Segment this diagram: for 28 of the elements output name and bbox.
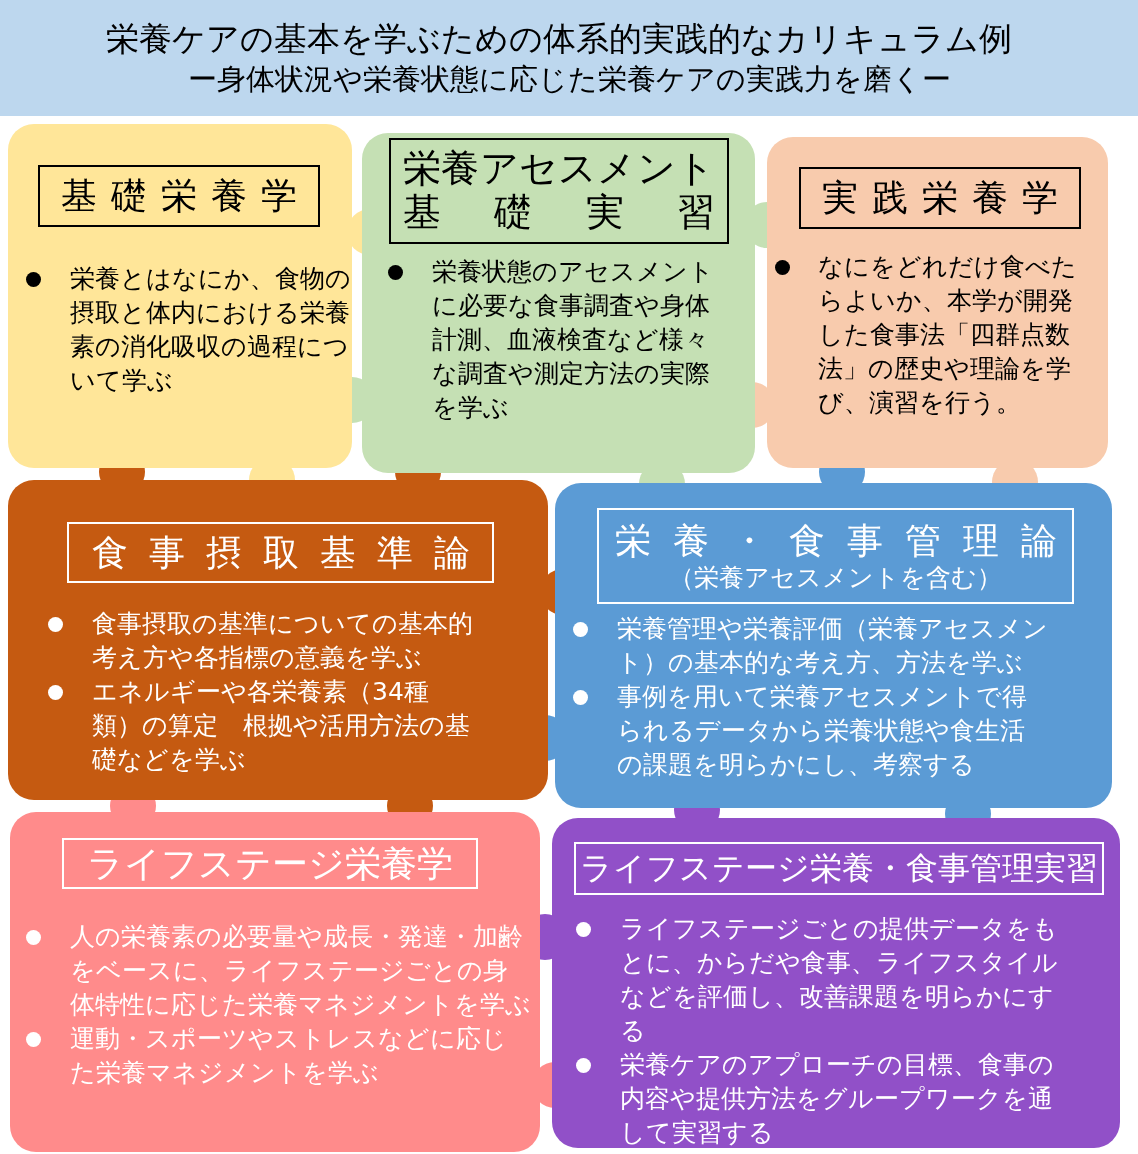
course-title: ライフステージ栄養・食事管理実習: [580, 849, 1098, 888]
course-title: 栄養アセスメント基礎実習: [403, 147, 715, 235]
course-subtitle: （栄養アセスメントを含む）: [669, 562, 1002, 593]
bullet-text: 栄養状態のアセスメントに必要な食事調査や身体計測、血液検査など様々な調査や測定方法の実際を学ぶ: [432, 256, 715, 424]
puzzle-piece: [552, 818, 1120, 1148]
bullet-text: なにをどれだけ食べたらよいか、本学が開発した食事法「四群点数法」の歴史や理論を学び、演習を行う。: [818, 251, 1078, 419]
puzzle-piece: [8, 124, 352, 468]
course-title: 栄養・食事管理論: [614, 519, 1079, 563]
title: 栄養ケアの基本を学ぶための体系的実践的なカリキュラム例: [106, 18, 1012, 60]
puzzle-piece: [767, 137, 1108, 468]
bullet-text: 栄養ケアのアプローチの目標、食事の内容や提供方法をグループワークを通して実習する: [620, 1049, 1055, 1149]
puzzle-piece: [362, 133, 755, 473]
course-title: 食事摂取基準論: [91, 530, 491, 575]
bullet-text: 栄養とはなにか、食物の摂取と体内における栄養素の消化吸収の過程について学ぶ: [70, 263, 352, 397]
puzzle-piece: [10, 812, 540, 1152]
subtitle: ー身体状況や栄養状態に応じた栄養ケアの実践力を磨くー: [187, 61, 951, 98]
puzzle-piece: [8, 480, 548, 800]
bullet-text: ライフステージごとの提供データをもとに、からだや食事、ライフスタイルなどを評価し、改善課題を明らかにする: [620, 913, 1059, 1047]
bullet-text: 食事摂取の基準についての基本的考え方や各指標の意義を学ぶ: [92, 608, 474, 674]
bullet-text: エネルギーや各栄養素（34種類）の算定 根拠や活用方法の基礎などを学ぶ: [92, 676, 471, 776]
bullet-text: 栄養管理や栄養評価（栄養アセスメント）の基本的な考え方、方法を学ぶ: [617, 613, 1049, 679]
bullet-text: 事例を用いて栄養アセスメントで得られるデータから栄養状態や食生活の課題を明らかにし、考察する: [617, 681, 1028, 781]
puzzle-piece: [555, 483, 1112, 808]
course-title: 実践栄養学: [822, 176, 1072, 220]
bullet-text: 人の栄養素の必要量や成長・発達・加齢をベースに、ライフステージごとの身体特性に応じた栄養マネジメントを学ぶ: [70, 921, 532, 1021]
course-title: ライフステージ栄養学: [87, 841, 453, 886]
bullet-text: 運動・スポーツやストレスなどに応じた栄養マネジメントを学ぶ: [70, 1023, 508, 1089]
course-title: 基礎栄養学: [61, 174, 311, 218]
